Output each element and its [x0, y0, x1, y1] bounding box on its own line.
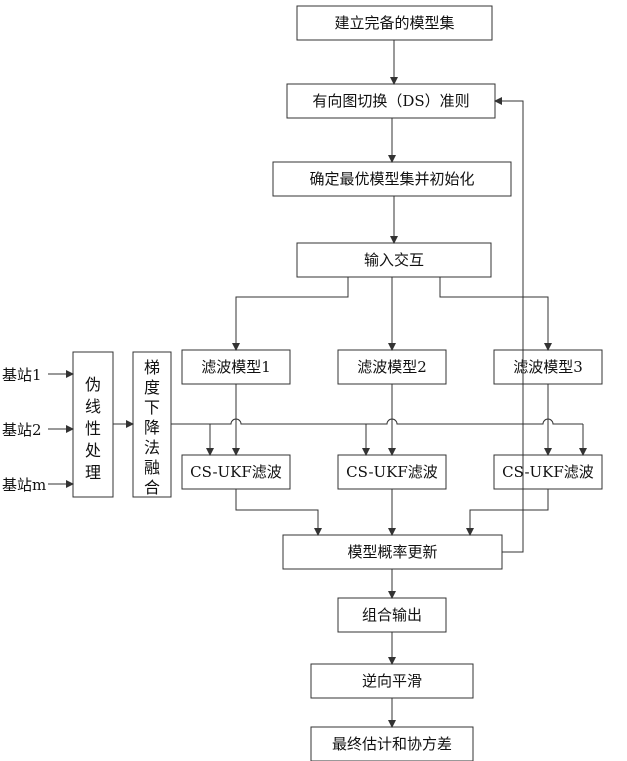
station-2-label: 基站2 [2, 421, 42, 439]
node-input-interaction-label: 输入交互 [364, 251, 424, 269]
node-pseudo-linear-char-3: 处 [85, 441, 101, 460]
node-filter-model-1: 滤波模型1 [182, 350, 290, 384]
node-csukf-3-label: CS-UKF滤波 [502, 463, 594, 481]
node-csukf-1-label: CS-UKF滤波 [190, 463, 282, 481]
node-filter-model-1-label: 滤波模型1 [201, 358, 271, 376]
node-reverse-smoothing: 逆向平滑 [311, 664, 473, 698]
station-1-label: 基站1 [2, 366, 42, 384]
node-gradient-descent-char-0: 梯 [144, 358, 160, 377]
node-gradient-descent-char-3: 降 [144, 418, 160, 437]
node-filter-model-2-label: 滤波模型2 [357, 358, 427, 376]
node-reverse-smoothing-label: 逆向平滑 [362, 672, 422, 690]
node-gradient-descent-char-5: 融 [144, 458, 160, 477]
arrow-input-to-filter-1 [236, 277, 348, 350]
node-csukf-2: CS-UKF滤波 [338, 455, 446, 489]
node-pseudo-linear-char-0: 伪 [85, 375, 101, 394]
node-csukf-3: CS-UKF滤波 [494, 455, 602, 489]
node-pseudo-linear-char-4: 理 [85, 463, 101, 482]
node-gradient-descent: 梯 度 下 降 法 融 合 [133, 352, 171, 497]
node-pseudo-linear-char-2: 性 [85, 419, 101, 438]
arrow-csukf-1-to-update [236, 489, 318, 535]
node-filter-model-2: 滤波模型2 [338, 350, 446, 384]
node-final-estimate-label: 最终估计和协方差 [332, 735, 452, 753]
node-input-interaction: 输入交互 [297, 243, 491, 277]
node-gradient-descent-char-1: 度 [144, 378, 160, 397]
node-model-set-label: 建立完备的模型集 [334, 14, 454, 32]
station-m-label: 基站m [2, 476, 46, 494]
node-pseudo-linear: 伪 线 性 处 理 [73, 352, 113, 497]
node-gradient-descent-char-6: 合 [144, 478, 160, 497]
node-ds-rule: 有向图切换（DS）准则 [287, 84, 495, 118]
arrow-csukf-3-to-update [470, 489, 548, 535]
node-final-estimate: 最终估计和协方差 [311, 727, 473, 761]
node-prob-update-label: 模型概率更新 [347, 543, 437, 561]
node-optimal-init: 确定最优模型集并初始化 [273, 162, 511, 196]
node-filter-model-3: 滤波模型3 [494, 350, 602, 384]
node-optimal-init-label: 确定最优模型集并初始化 [309, 170, 474, 188]
node-combined-output-label: 组合输出 [362, 606, 422, 624]
arrow-input-to-filter-3 [440, 277, 548, 350]
node-pseudo-linear-char-1: 线 [85, 397, 101, 416]
bus-gradient-output [171, 419, 583, 424]
node-model-set: 建立完备的模型集 [297, 6, 492, 40]
node-combined-output: 组合输出 [338, 598, 446, 632]
node-gradient-descent-char-2: 下 [144, 398, 160, 417]
node-csukf-1: CS-UKF滤波 [182, 455, 290, 489]
node-prob-update: 模型概率更新 [283, 535, 502, 569]
node-filter-model-3-label: 滤波模型3 [513, 358, 583, 376]
node-gradient-descent-char-4: 法 [144, 438, 160, 457]
node-csukf-2-label: CS-UKF滤波 [346, 463, 438, 481]
node-ds-rule-label: 有向图切换（DS）准则 [312, 92, 469, 110]
